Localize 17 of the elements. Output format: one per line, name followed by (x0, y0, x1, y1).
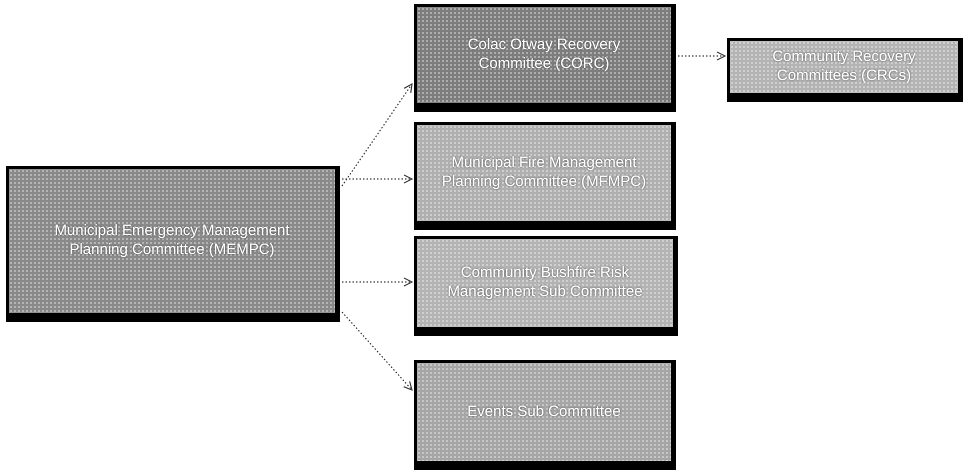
arrow (342, 312, 413, 391)
arrow (342, 174, 413, 184)
committee-box (414, 360, 676, 470)
committee-name: Municipal Fire Management Planning Committee (MFMPC) (440, 153, 648, 192)
committee-name: Events Sub Committee (466, 402, 622, 422)
committee-name: Colac Otway Recovery Committee (CORC) (466, 35, 622, 74)
committee-box (414, 4, 676, 112)
arrow (342, 83, 413, 186)
committee-name: Municipal Emergency Management Planning Committee (MEMPC) (53, 221, 291, 260)
committee-name: Community Recovery Committees (CRCs) (771, 47, 917, 86)
arrow (342, 277, 413, 287)
committee-box (414, 236, 678, 336)
committee-box (414, 122, 676, 230)
committee-box (727, 38, 963, 102)
arrow (678, 51, 726, 61)
committee-name: Community Bushfire Risk Management Sub Committee (446, 263, 644, 302)
committee-box (6, 166, 340, 322)
